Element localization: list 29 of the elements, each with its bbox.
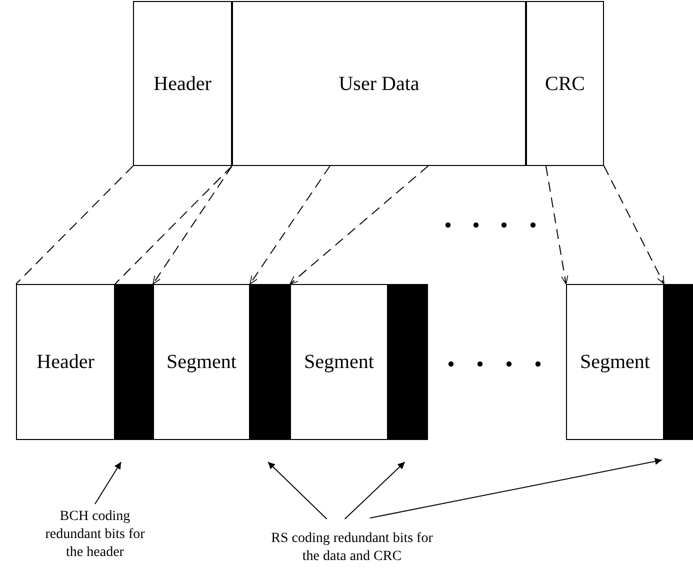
packet-field-box <box>133 1 232 166</box>
redundancy-bar <box>250 284 290 440</box>
redundancy-bar <box>115 284 153 440</box>
field-label: Segment <box>166 350 236 374</box>
dashed-arrow <box>290 166 429 284</box>
dashed-arrow <box>152 166 232 284</box>
packet-field-box <box>153 284 250 440</box>
arrow <box>370 458 662 518</box>
packet-field-box <box>566 284 664 440</box>
packet-field-box <box>232 1 526 166</box>
annotation-text: BCH coding redundant bits for the header <box>44 508 146 562</box>
dashed-arrow <box>545 166 568 284</box>
packet-field-box <box>290 284 388 440</box>
field-label: User Data <box>338 72 420 96</box>
redundancy-bar <box>388 284 428 440</box>
packet-field-box <box>16 284 115 440</box>
redundancy-bar <box>664 284 693 440</box>
field-label: Segment <box>580 350 650 374</box>
arrow <box>94 462 122 504</box>
dashed-arrow <box>604 166 664 284</box>
dashed-arrow <box>250 166 330 284</box>
field-label: CRC <box>544 72 586 96</box>
annotation-text: RS coding redundant bits for the data and CRC <box>270 530 434 566</box>
field-label: Segment <box>304 350 374 374</box>
packet-field-box <box>526 1 604 166</box>
field-label: Header <box>36 350 94 374</box>
field-label: Header <box>154 72 212 96</box>
arrow <box>344 462 406 520</box>
arrow <box>268 462 328 520</box>
